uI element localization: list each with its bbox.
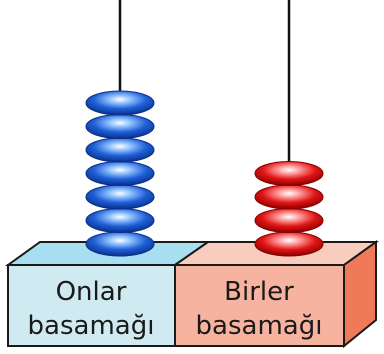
bead-ones <box>254 161 324 186</box>
bead-tens <box>85 184 155 210</box>
bead-tens <box>85 114 155 139</box>
bead-ones <box>254 208 324 233</box>
tens-label-line1: Onlar <box>56 277 127 307</box>
ones-label-line2: basamağı <box>196 311 323 341</box>
beads-ones <box>254 161 324 257</box>
tens-label-line2: basamağı <box>28 311 155 341</box>
bead-ones <box>254 231 324 257</box>
base-front-tens <box>7 264 176 347</box>
bead-tens <box>85 161 155 186</box>
bead-tens <box>85 137 155 163</box>
bead-tens <box>85 90 155 116</box>
bead-tens <box>85 208 155 233</box>
bead-tens <box>85 231 155 257</box>
ones-label-line1: Birler <box>224 277 294 307</box>
base-front-ones <box>174 264 345 347</box>
beads-tens <box>85 90 155 257</box>
bead-ones <box>254 184 324 210</box>
